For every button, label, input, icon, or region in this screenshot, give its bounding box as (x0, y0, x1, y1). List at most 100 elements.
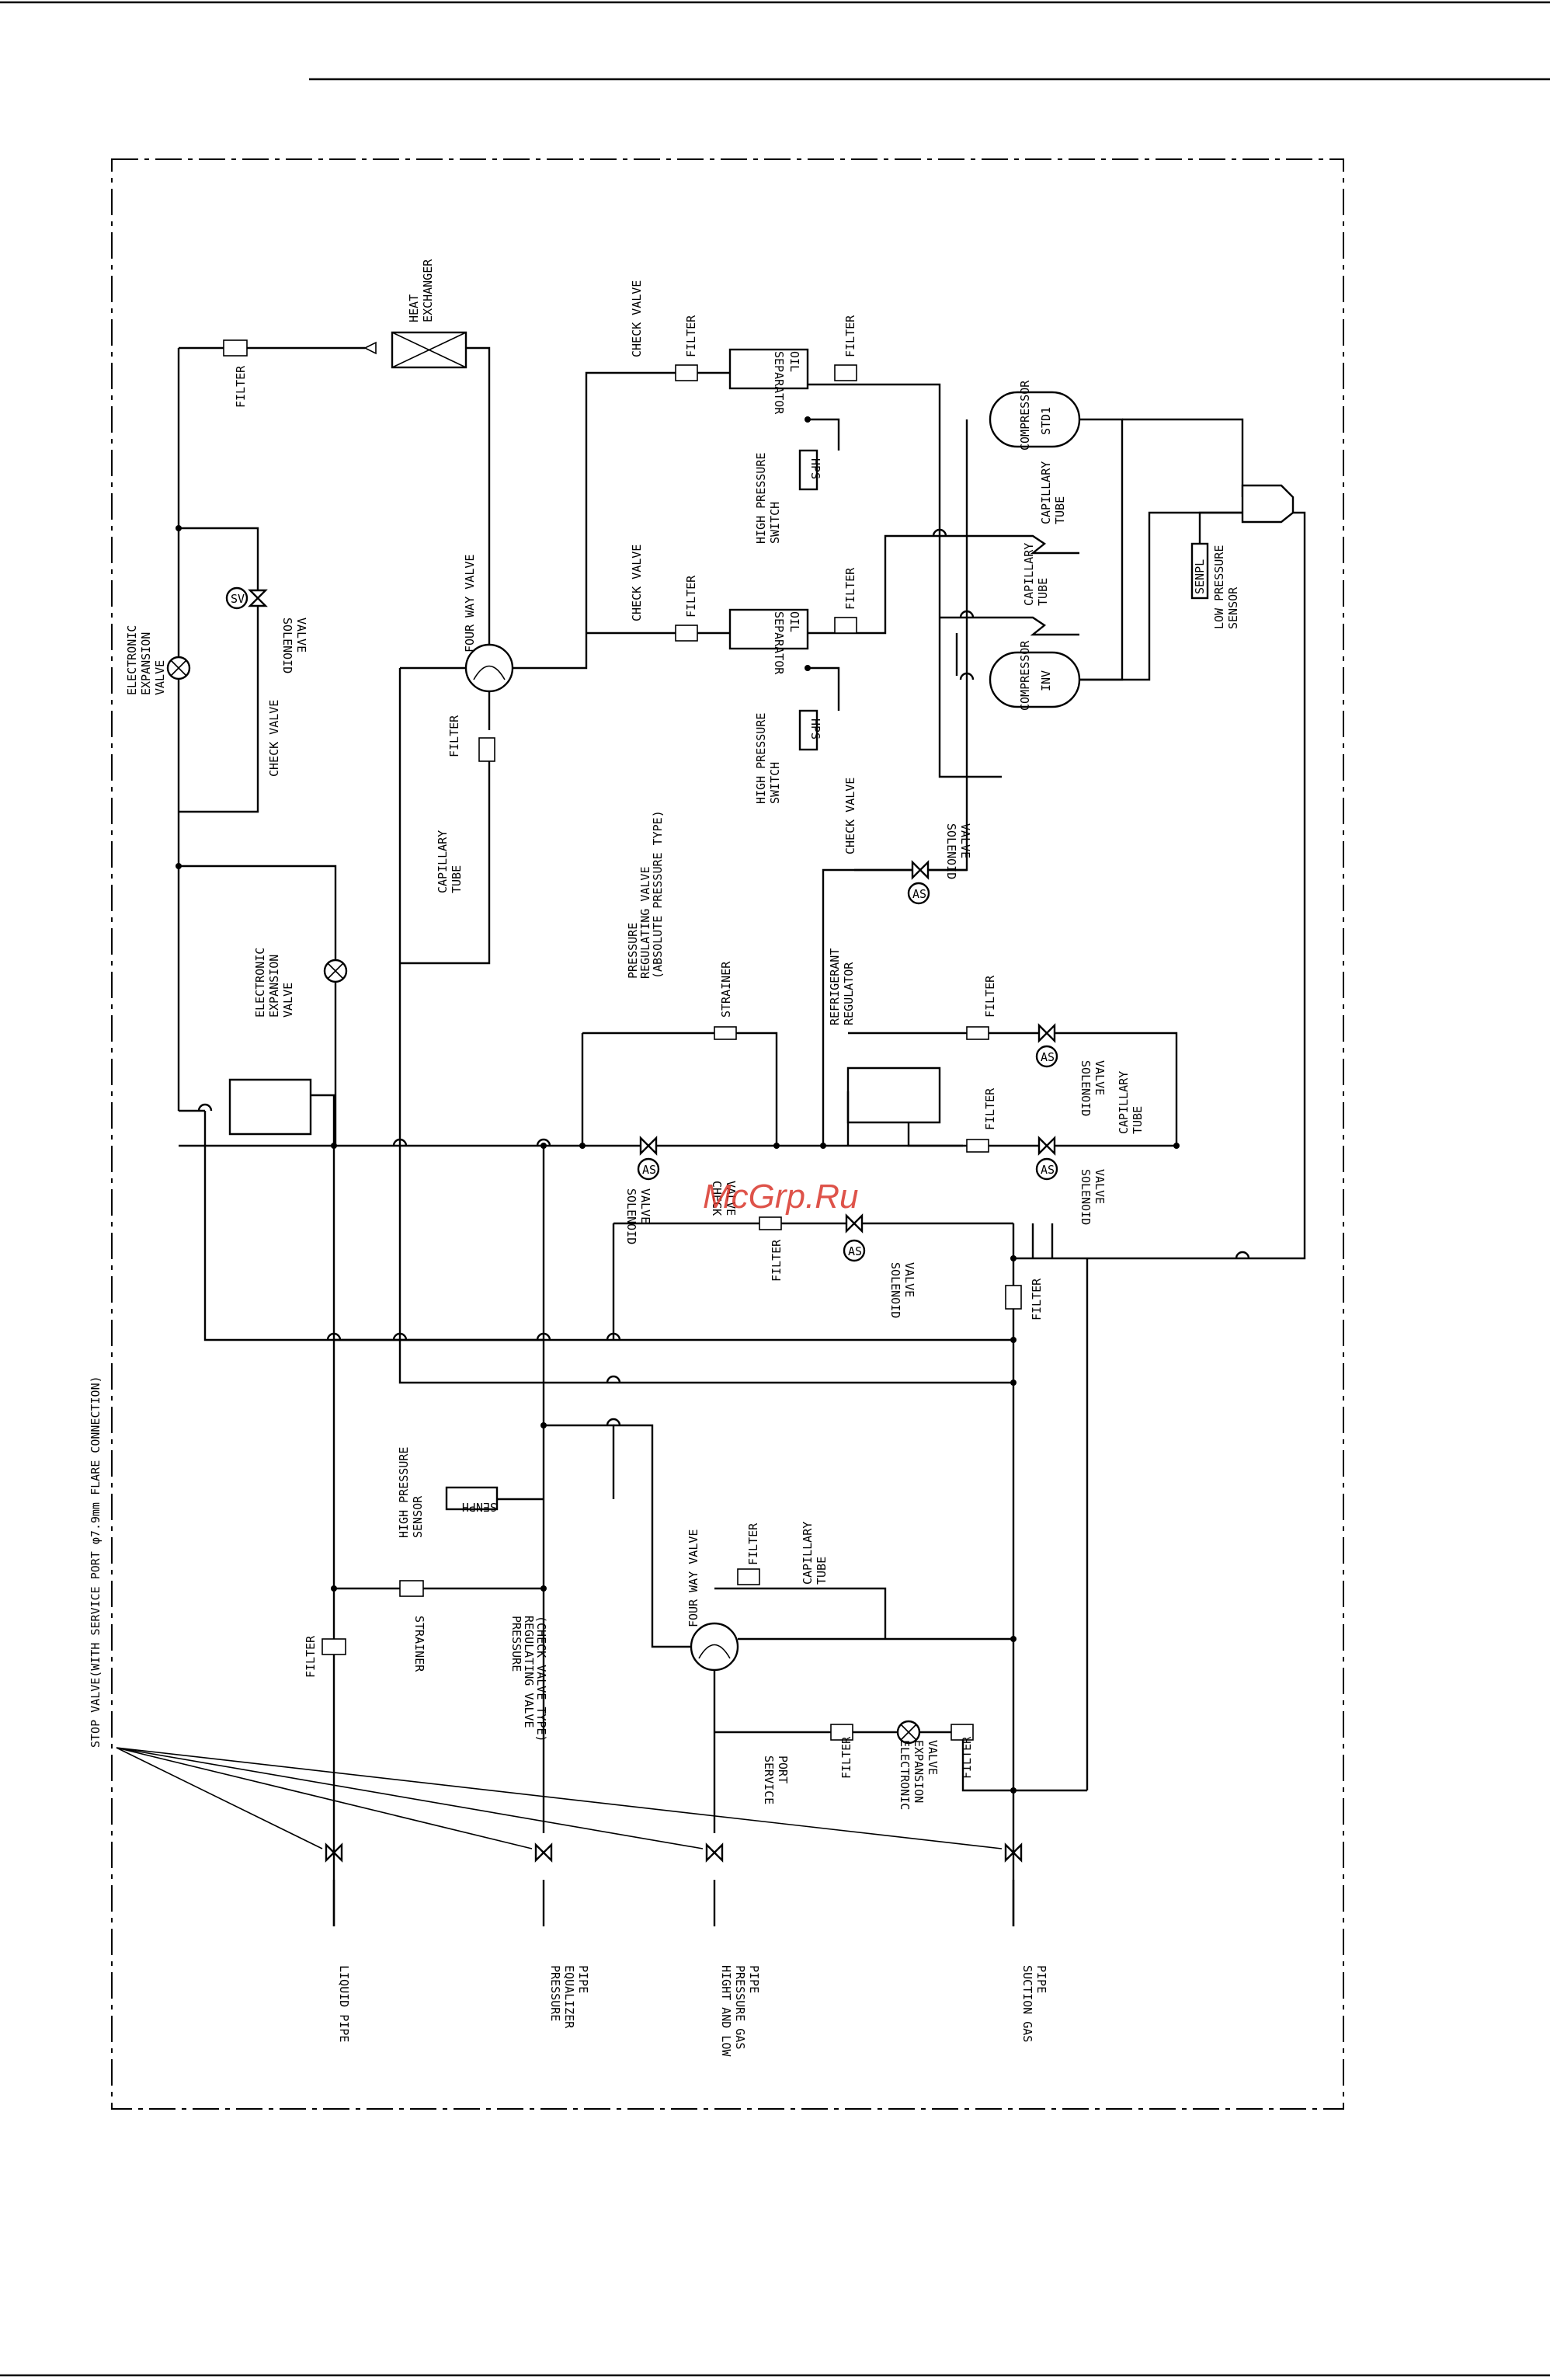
prv-absolute-label-3: (ABSOLUTE PRESSURE TYPE) (651, 810, 665, 979)
capillary-tube-label: CAPILLARY (801, 1522, 815, 1585)
filter-icon (675, 364, 698, 381)
four-way-valve-top-label: FOUR WAY VALVE (463, 555, 477, 652)
electronic-expansion-valve-label: ELECTRONIC (253, 948, 267, 1018)
filter-label: FILTER (447, 715, 461, 757)
electronic-expansion-valve-label-2: EXPANSION (912, 1740, 926, 1803)
filter-label: FILTER (770, 1239, 784, 1282)
pressure-equalizer-pipe-label: PRESSURE (548, 1965, 562, 2021)
solenoid-valve-label: SOLENOID (1079, 1169, 1093, 1225)
solenoid-valve-label-2: VALVE (1093, 1060, 1107, 1095)
refrigerant-regulator-label-2: REGULATOR (842, 962, 856, 1025)
capillary-tube-label-2: TUBE (1036, 578, 1050, 606)
filter-icon (223, 339, 248, 357)
capillary-tube-label: CAPILLARY (1022, 543, 1036, 606)
svg-text:SOLENOIDVALVE: SOLENOIDVALVE (1079, 1060, 1107, 1116)
svg-text:ELECTRONICEXPANSIONVALVE: ELECTRONICEXPANSIONVALVE (253, 948, 295, 1018)
compressor-label: COMPRESSOR (1018, 380, 1032, 451)
junction-dots (176, 416, 1180, 1794)
check-valve-label: CHECK VALVE (267, 700, 281, 777)
svg-text:HIGH PRESSURESENSOR: HIGH PRESSURESENSOR (397, 1447, 425, 1538)
filter-label: FILTER (304, 1635, 318, 1678)
filter-icon (714, 1026, 737, 1040)
svg-text:CAPILLARYTUBE: CAPILLARYTUBE (1039, 461, 1067, 524)
compressors (989, 391, 1081, 708)
high-pressure-switch-label: HIGH PRESSURE (754, 453, 768, 544)
filter-label: FILTER (746, 1522, 760, 1565)
hps-label: HPS (808, 458, 822, 479)
electronic-expansion-valve-label-2: EXPANSION (267, 955, 281, 1018)
electronic-expansion-valve-label: ELECTRONIC (125, 625, 139, 695)
filter-label: FILTER (983, 975, 997, 1018)
heat-exchanger-label-2: EXCHANGER (421, 259, 435, 322)
svg-text:OILSEPARATOR: OILSEPARATOR (772, 351, 801, 415)
electronic-expansion-valve-label-3: VALVE (281, 983, 295, 1018)
four-way-valve-bottom-label: FOUR WAY VALVE (686, 1529, 700, 1627)
suction-gas-pipe-label: SUCTION GAS (1020, 1965, 1034, 2042)
svg-text:HIGHT AND LOWPRESSURE GASPIPE: HIGHT AND LOWPRESSURE GASPIPE (719, 1965, 761, 2057)
expansion-valves (166, 656, 921, 1745)
high-pressure-sensor-label-2: SENSOR (411, 1495, 425, 1538)
check-valve-label: CHECK VALVE (843, 778, 857, 854)
filter-label: FILTER (843, 567, 857, 610)
svg-text:PRESSUREREGULATING VALVE(CHECK: PRESSUREREGULATING VALVE(CHECK VALVE TYP… (509, 1616, 548, 1742)
high-pressure-switch-label-2: SWITCH (768, 762, 782, 804)
suction-gas-pipe-label-2: PIPE (1034, 1965, 1048, 1993)
high-low-gas-pipe-label-2: PRESSURE GAS (733, 1965, 747, 2049)
svg-text:HIGH PRESSURESWITCH: HIGH PRESSURESWITCH (754, 713, 782, 804)
capillary-tube-label: CAPILLARY (1039, 461, 1053, 524)
electronic-expansion-valve-label: ELECTRONIC (898, 1740, 912, 1810)
check-valve-label: CHECK VALVE (630, 280, 644, 357)
svg-text:LIQUID PIPE: LIQUID PIPE (337, 1965, 351, 2042)
svg-text:HIGH PRESSURESWITCH: HIGH PRESSURESWITCH (754, 453, 782, 544)
solenoid-valves (225, 586, 1058, 1262)
sv-label: SV (231, 592, 245, 606)
prv-check-label: PRESSURE (509, 1616, 523, 1672)
svg-text:SOLENOIDVALVE: SOLENOIDVALVE (944, 823, 972, 879)
hps-label: HPS (808, 719, 822, 739)
filter-label: FILTER (684, 575, 698, 618)
accumulator (1190, 484, 1295, 600)
refrigerant-regulator-label: REFRIGERANT (828, 948, 842, 1025)
check-valve-split-label-2: VALVE (724, 1181, 738, 1216)
oil-separators: OILSEPARATOR OILSEPARATOR (728, 348, 809, 675)
high-pressure-switch-label-2: SWITCH (768, 502, 782, 544)
four-way-valves (464, 643, 739, 1672)
svg-text:CAPILLARYTUBE: CAPILLARYTUBE (801, 1522, 829, 1585)
prv-absolute-label: PRESSURE (626, 923, 640, 979)
liquid-pipe-label: LIQUID PIPE (337, 1965, 351, 2042)
svg-text:CAPILLARYTUBE: CAPILLARYTUBE (1022, 543, 1050, 606)
high-low-gas-pipe-label: HIGHT AND LOW (719, 1965, 733, 2057)
svg-text:HEATEXCHANGER: HEATEXCHANGER (407, 259, 435, 322)
as-label: AS (912, 887, 926, 901)
labels: STOP VALVE(WITH SERVICE PORT φ7.9mm FLAR… (89, 280, 1240, 2058)
filter-icon (399, 1580, 424, 1597)
filter-icon (737, 1568, 760, 1585)
capillary-tube-label-2: TUBE (815, 1557, 829, 1585)
filter-icon (478, 737, 495, 762)
filter-label: FILTER (839, 1736, 853, 1779)
high-low-gas-pipe-label-3: PIPE (747, 1965, 761, 1993)
watermark: McGrp.Ru (703, 1178, 858, 1216)
oil-separator-label: OIL (787, 611, 801, 632)
prv-check-label-2: REGULATING VALVE (522, 1616, 536, 1728)
solenoid-valve-label-2: VALVE (902, 1262, 916, 1297)
filter-icon (951, 1724, 974, 1741)
svg-text:CAPILLARYTUBE: CAPILLARYTUBE (1117, 1071, 1145, 1134)
svg-text:REFRIGERANTREGULATOR: REFRIGERANTREGULATOR (828, 948, 856, 1025)
senph-label: SENPH (462, 1500, 497, 1514)
filter-label: FILTER (960, 1736, 974, 1779)
electronic-expansion-valve-label-2: EXPANSION (139, 632, 153, 695)
svg-text:PRESSUREEQUALIZERPIPE: PRESSUREEQUALIZERPIPE (548, 1965, 590, 2029)
filter-icon (830, 1724, 853, 1741)
prv-check-label-3: (CHECK VALVE TYPE) (534, 1616, 548, 1742)
capillary-tube-label-2: TUBE (450, 865, 464, 893)
high-pressure-sensor-label: HIGH PRESSURE (397, 1447, 411, 1538)
filter-icon (966, 1139, 989, 1153)
pressure-equalizer-pipe-label-2: EQUALIZER (562, 1965, 576, 2029)
unit-boundary (111, 158, 1344, 2110)
svg-text:PRESSUREREGULATING VALVE(ABSOL: PRESSUREREGULATING VALVE(ABSOLUTE PRESSU… (626, 810, 665, 979)
filter-label: FILTER (684, 315, 698, 357)
svg-text:SUCTION GASPIPE: SUCTION GASPIPE (1020, 1965, 1048, 2042)
filter-label: FILTER (843, 315, 857, 357)
